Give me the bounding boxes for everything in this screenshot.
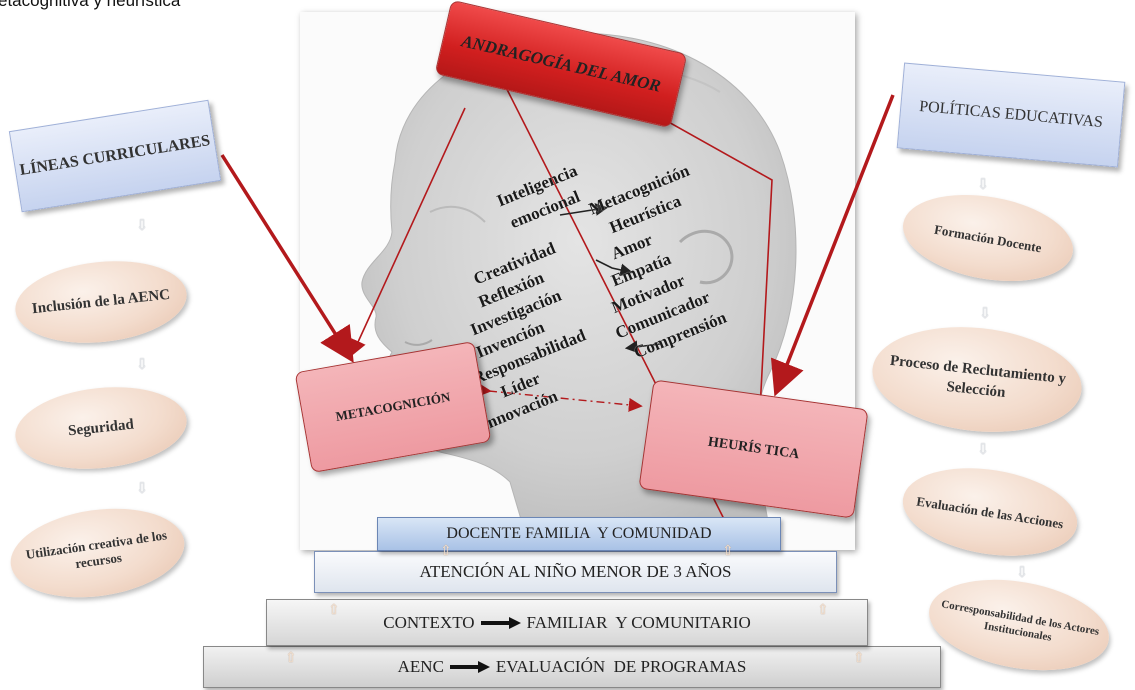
down-arrow-icon: ⇩ [135, 481, 149, 497]
bar-aenc-label: AENC [397, 657, 444, 676]
up-arrow-icon: ⇧ [853, 651, 865, 666]
bar-docente: DOCENTE FAMILIA Y COMUNIDAD [377, 517, 781, 551]
bar-contexto: CONTEXTO FAMILIAR Y COMUNITARIO [266, 599, 868, 646]
up-arrow-icon: ⇧ [285, 651, 297, 666]
down-arrow-icon: ⇩ [976, 177, 990, 193]
down-arrow-icon: ⇩ [1015, 565, 1029, 581]
down-arrow-icon: ⇩ [978, 306, 992, 322]
caption-text: etacognitiva y heurística [0, 0, 181, 10]
right-arrow-icon [480, 616, 521, 629]
down-arrow-icon: ⇩ [976, 442, 990, 458]
up-arrow-icon: ⇧ [817, 603, 829, 618]
right-arrow-icon [449, 661, 490, 673]
up-arrow-icon: ⇧ [440, 544, 452, 559]
bar-aenc-target: EVALUACIÓN DE PROGRAMAS [495, 657, 747, 676]
up-arrow-icon: ⇧ [722, 544, 734, 559]
up-arrow-icon: ⇧ [328, 603, 340, 618]
bar-aenc: AENC EVALUACIÓN DE PROGRAMAS [203, 646, 941, 688]
down-arrow-icon: ⇩ [135, 218, 149, 234]
bar-contexto-label: CONTEXTO [383, 612, 475, 632]
down-arrow-icon: ⇩ [135, 357, 149, 373]
bar-contexto-target: FAMILIAR Y COMUNITARIO [526, 612, 751, 632]
bar-atencion: ATENCIÓN AL NIÑO MENOR DE 3 AÑOS [314, 551, 837, 593]
